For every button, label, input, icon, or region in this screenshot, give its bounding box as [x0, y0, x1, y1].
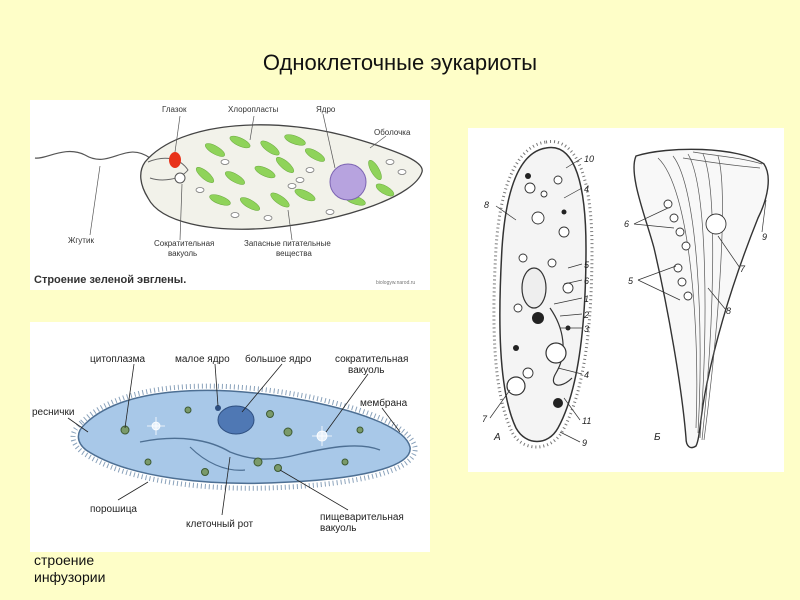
euglena-contractile-label-1: Сократительная [154, 239, 214, 248]
figure-a-number-3: 3 [584, 324, 589, 334]
euglena-reserve-granules [195, 159, 407, 221]
paramecium-contractile-label-1: сократительная [335, 354, 408, 365]
paramecium-anal-pore-label: порошица [90, 504, 137, 515]
ciliates-diagram: 10 4 8 5 6 1 2 3 4 7 11 9 6 9 7 5 8 А Б [482, 140, 769, 449]
euglena-reserves-label-2: вещества [276, 249, 312, 258]
figure-a-number-4-top: 4 [584, 184, 589, 194]
paramecium-diagram: цитоплазма малое ядро большое ядро сокра… [32, 353, 418, 534]
euglena-chloroplasts-label: Хлоропласты [228, 105, 279, 114]
figure-a-number-4-bottom: 4 [584, 370, 589, 380]
paramecium-cytoplasm-label: цитоплазма [90, 354, 146, 365]
euglena-contractile-vacuole [174, 172, 186, 184]
figure-b-number-7: 7 [740, 264, 746, 274]
paramecium-oral-groove [139, 437, 381, 460]
slide-title: Одноклеточные эукариоты [262, 50, 538, 75]
figure-a-label: А [493, 432, 501, 443]
paramecium-digestive-vacuoles [120, 406, 364, 476]
figure-b-number-5: 5 [628, 276, 634, 286]
euglena-diagram-panel: Глазок Хлоропласты Ядро Оболочка Жгутик … [30, 100, 430, 290]
paramecium-micronucleus [215, 405, 221, 411]
ciliates-diagram-panel: 10 4 8 5 6 1 2 3 4 7 11 9 6 9 7 5 8 А Б [468, 128, 784, 472]
paramecium-membrane-label: мембрана [360, 397, 408, 409]
figure-b-number-8: 8 [726, 306, 731, 316]
footer-caption: строение инфузории [34, 552, 106, 585]
figure-a-number-6: 6 [584, 276, 589, 286]
paramecium-cilia [70, 383, 418, 491]
figure-a-number-8: 8 [484, 200, 489, 210]
euglena-chloroplasts [195, 134, 395, 211]
euglena-nucleus [329, 163, 367, 201]
euglena-nucleus-label: Ядро [316, 105, 336, 114]
euglena-membrane-label: Оболочка [374, 128, 411, 137]
paramecium-body [77, 389, 411, 485]
paramecium-contractile-label-2: вакуоль [348, 365, 385, 376]
figure-a-number-7: 7 [482, 414, 488, 424]
figure-a-number-9: 9 [582, 438, 587, 448]
figure-a-number-5: 5 [584, 260, 590, 270]
euglena-caption: Строение зеленой эвглены. [34, 274, 186, 286]
euglena-reserves-label-1: Запасные питательные [244, 239, 331, 248]
figure-a-number-11: 11 [582, 416, 591, 426]
figure-a-number-2: 2 [583, 310, 589, 320]
figure-a-number-1: 1 [584, 294, 589, 304]
euglena-contractile-label-2: вакуоль [168, 249, 197, 258]
paramecium-digestive-label-2: вакуоль [320, 523, 357, 534]
euglena-reservoir [147, 157, 189, 181]
figure-b-number-9: 9 [762, 232, 767, 242]
figure-b-body [633, 148, 769, 449]
figure-b-label: Б [654, 432, 661, 443]
euglena-flagellum [34, 150, 151, 160]
paramecium-macronucleus-label: большое ядро [245, 353, 312, 365]
euglena-eyespot-label: Глазок [162, 105, 187, 114]
euglena-diagram: Глазок Хлоропласты Ядро Оболочка Жгутик … [34, 105, 423, 286]
paramecium-contractile-vacuoles [147, 417, 332, 446]
paramecium-macronucleus [217, 405, 255, 435]
euglena-eyespot [169, 152, 181, 168]
figure-b-number-6: 6 [624, 219, 629, 229]
paramecium-diagram-panel: цитоплазма малое ядро большое ядро сокра… [30, 322, 430, 552]
paramecium-cell-mouth-label: клеточный рот [186, 519, 254, 530]
paramecium-micronucleus-label: малое ядро [175, 354, 230, 365]
figure-a-number-10: 10 [584, 154, 594, 164]
euglena-flagellum-label: Жгутик [68, 236, 94, 245]
paramecium-cilia-label: реснички [32, 407, 74, 418]
paramecium-digestive-label-1: пищеварительная [320, 512, 404, 523]
euglena-watermark: biologyw.narod.ru [376, 280, 415, 286]
